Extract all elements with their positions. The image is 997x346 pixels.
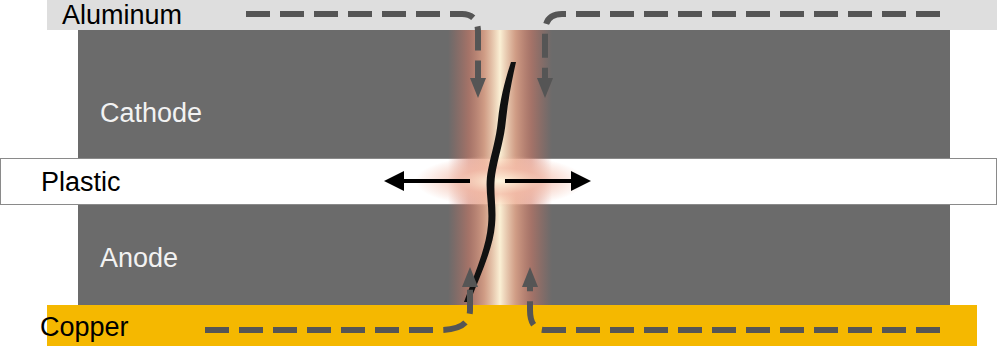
layer-label: Cathode <box>100 98 202 128</box>
arrow-head <box>462 267 478 287</box>
layer-label: Aluminum <box>62 0 182 30</box>
current-path <box>205 285 470 330</box>
heat-glow <box>448 30 552 305</box>
crack <box>464 62 516 302</box>
expansion-arrow <box>400 179 470 183</box>
current-path <box>530 285 940 330</box>
layer-label: Copper <box>40 312 129 342</box>
arrow-head <box>384 171 404 191</box>
arrow-head <box>537 78 553 98</box>
cathode-layer: Cathode <box>78 30 950 158</box>
layer-label: Plastic <box>41 167 121 197</box>
copper-layer: Copper <box>47 305 977 346</box>
arrow-head <box>522 267 538 287</box>
aluminum-layer: Aluminum <box>47 0 997 30</box>
heat-glow <box>415 155 585 207</box>
plastic-separator: Plastic <box>0 158 997 205</box>
current-path <box>246 14 478 80</box>
arrow-head <box>470 78 486 98</box>
current-path <box>545 14 940 80</box>
expansion-arrow <box>505 179 575 183</box>
arrow-head <box>571 171 591 191</box>
anode-layer: Anode <box>78 205 950 305</box>
layer-label: Anode <box>100 243 178 273</box>
